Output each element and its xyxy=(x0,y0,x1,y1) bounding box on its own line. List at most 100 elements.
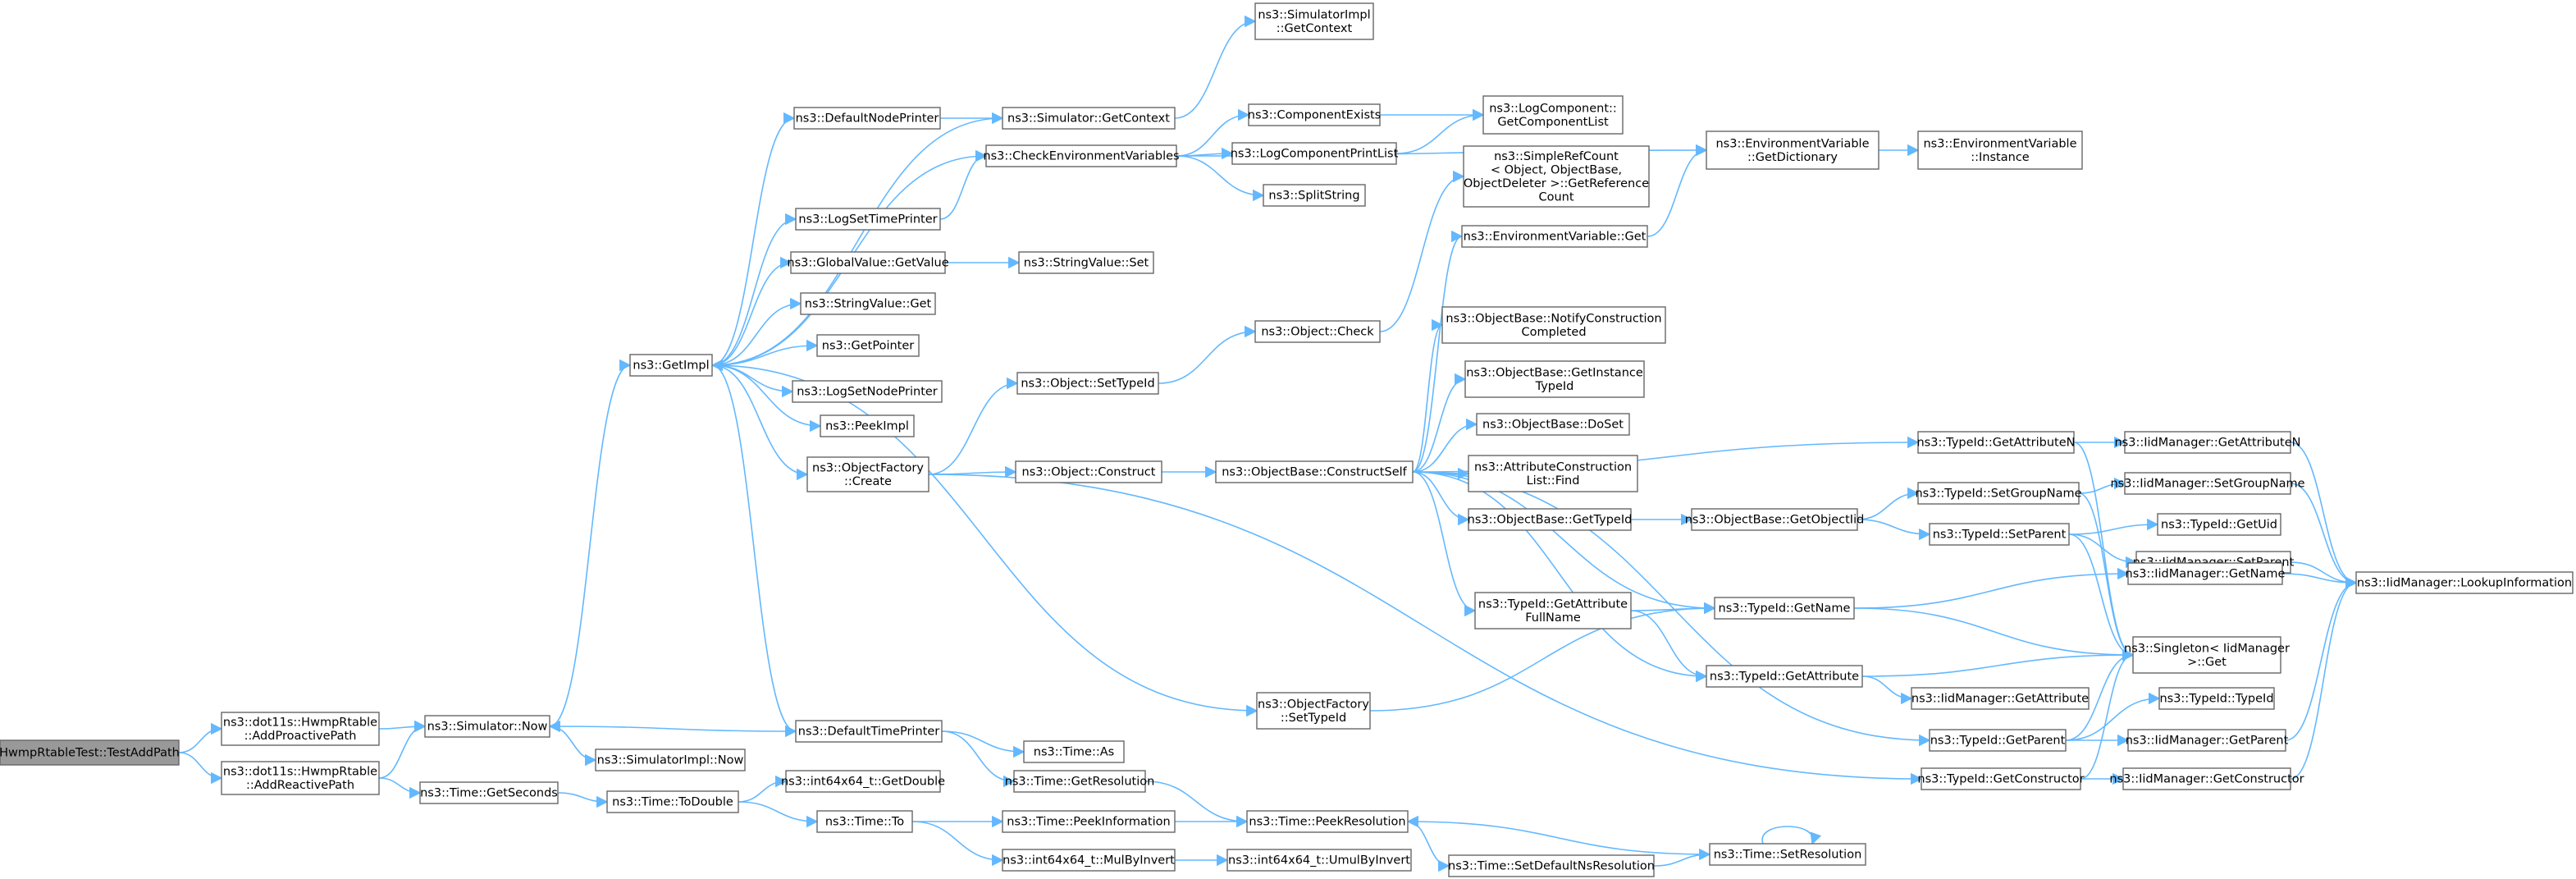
graph-node-n38[interactable]: ns3::ObjectBase::GetObjectIid xyxy=(1685,508,1865,531)
graph-node-n1[interactable]: ns3::dot11s::HwmpRtable::AddProactivePat… xyxy=(221,712,380,746)
graph-node-n37[interactable]: ns3::ObjectBase::GetTypeId xyxy=(1468,508,1633,531)
graph-node-n65[interactable]: ns3::int64x64_t::MulByInvert xyxy=(1002,849,1176,872)
graph-node-n68[interactable]: ns3::Time::SetResolution xyxy=(1709,843,1866,866)
graph-node-n67[interactable]: ns3::Time::SetDefaultNsResolution xyxy=(1448,854,1655,877)
graph-node-n51[interactable]: ns3::Singleton< IidManager>::Get xyxy=(2124,636,2290,674)
graph-node-n62[interactable]: ns3::Time::To xyxy=(816,810,913,833)
graph-node-n31[interactable]: ns3::SimpleRefCount< Object, ObjectBase,… xyxy=(1463,145,1650,208)
node-box xyxy=(1464,360,1645,398)
graph-node-n17[interactable]: ns3::DefaultTimePrinter xyxy=(795,720,943,743)
node-label: ns3::EnvironmentVariable xyxy=(1923,137,2076,150)
graph-node-n28[interactable]: ns3::Object::Construct xyxy=(1015,460,1162,483)
graph-node-n30[interactable]: ns3::ObjectBase::ConstructSelf xyxy=(1215,460,1414,483)
node-label: ObjectDeleter >::GetReference xyxy=(1464,177,1649,190)
edge-n53-n54 xyxy=(2065,692,2161,741)
node-label: ns3::AttributeConstruction xyxy=(1474,460,1632,474)
graph-node-n45[interactable]: ns3::IidManager::SetGroupName xyxy=(2110,472,2305,495)
graph-node-n18[interactable]: ns3::Simulator::GetContext xyxy=(1002,107,1176,130)
graph-node-n13[interactable]: ns3::GetPointer xyxy=(816,334,920,357)
graph-node-n50[interactable]: ns3::IidManager::LookupInformation xyxy=(2355,571,2574,594)
graph-node-n3[interactable]: ns3::Simulator::Now xyxy=(424,715,550,738)
node-label: ns3::Time::To xyxy=(825,816,904,829)
graph-node-n57[interactable]: ns3::IidManager::GetConstructor xyxy=(2109,767,2304,790)
graph-node-n6[interactable]: ns3::SimulatorImpl::Now xyxy=(595,749,746,771)
node-box xyxy=(1921,767,2081,790)
edge-line xyxy=(941,730,1025,758)
graph-node-n26[interactable]: ns3::StringValue::Set xyxy=(1018,251,1154,274)
graph-node-n59[interactable]: ns3::Time::As xyxy=(1023,740,1125,763)
graph-node-n25[interactable]: ns3::EnvironmentVariable::Instance xyxy=(1917,130,2083,170)
graph-node-n64[interactable]: ns3::Time::PeekResolution xyxy=(1246,810,1409,833)
graph-node-n21[interactable]: ns3::LogComponentPrintList xyxy=(1231,142,1399,165)
node-label: < Object, ObjectBase, xyxy=(1491,163,1622,176)
graph-node-n29[interactable]: ns3::Object::Check xyxy=(1254,320,1381,343)
edge-line xyxy=(1857,519,1931,541)
node-label: ns3::ObjectBase::GetObjectIid xyxy=(1685,514,1865,527)
edge-line xyxy=(2285,576,2358,741)
node-label: ns3::SimulatorImpl::Now xyxy=(597,754,744,767)
edge-line xyxy=(1861,648,2135,677)
graph-node-n23[interactable]: ns3::LogComponent::GetComponentList xyxy=(1482,95,1624,135)
node-label: ns3::PeekImpl xyxy=(825,420,909,433)
graph-node-n61[interactable]: ns3::int64x64_t::GetDouble xyxy=(781,770,945,793)
graph-node-n58[interactable]: ns3::ObjectFactory::SetTypeId xyxy=(1256,692,1371,730)
edge-n5-n16 xyxy=(711,364,809,481)
node-box xyxy=(1474,592,1632,629)
graph-node-n12[interactable]: ns3::StringValue::Get xyxy=(800,292,936,315)
graph-node-n47[interactable]: ns3::TypeId::GetUid xyxy=(2157,513,2281,536)
graph-node-n66[interactable]: ns3::int64x64_t::UmulByInvert xyxy=(1226,849,1412,872)
graph-node-n22[interactable]: ns3::SplitString xyxy=(1263,184,1366,207)
node-box xyxy=(2124,431,2291,454)
edge-n17-n60 xyxy=(941,730,1016,788)
edge-n17-n3 xyxy=(548,720,797,733)
graph-node-n60[interactable]: ns3::Time::GetResolution xyxy=(1005,770,1155,793)
graph-node-n19[interactable]: ns3::SimulatorImpl::GetContext xyxy=(1254,2,1374,40)
node-label: ns3::TypeId::GetAttribute xyxy=(1710,671,1859,684)
graph-node-n52[interactable]: ns3::IidManager::GetAttribute xyxy=(1911,687,2090,710)
graph-node-n32[interactable]: ns3::EnvironmentVariable::Get xyxy=(1461,225,1648,248)
graph-node-n56[interactable]: ns3::TypeId::GetConstructor xyxy=(1917,767,2085,790)
graph-node-n20[interactable]: ns3::ComponentExists xyxy=(1248,103,1382,126)
graph-node-n4[interactable]: ns3::Time::GetSeconds xyxy=(419,781,559,804)
node-label: ns3::StringValue::Set xyxy=(1024,257,1149,270)
graph-node-n9[interactable]: ns3::CheckEnvironmentVariables xyxy=(983,144,1180,167)
graph-node-n11[interactable]: ns3::GlobalValue::GetValue xyxy=(787,251,949,274)
node-label: ns3::Object::Check xyxy=(1261,326,1374,339)
edge-line xyxy=(1761,826,1822,845)
graph-node-n40[interactable]: ns3::TypeId::GetName xyxy=(1714,597,1855,620)
graph-node-n41[interactable]: ns3::TypeId::GetAttribute xyxy=(1706,665,1863,688)
edge-n5-n15 xyxy=(711,364,822,433)
graph-node-n27[interactable]: ns3::Object::SetTypeId xyxy=(1016,372,1159,395)
graph-node-n54[interactable]: ns3::TypeId::TypeId xyxy=(2158,687,2275,710)
edge-n30-n32 xyxy=(1412,230,1464,473)
graph-node-n16[interactable]: ns3::ObjectFactory::Create xyxy=(806,456,929,492)
graph-node-n33[interactable]: ns3::ObjectBase::NotifyConstructionCompl… xyxy=(1441,306,1666,344)
graph-node-n7[interactable]: ns3::Time::ToDouble xyxy=(606,790,739,813)
graph-node-n42[interactable]: ns3::TypeId::GetAttributeN xyxy=(1916,431,2076,454)
graph-node-n14[interactable]: ns3::LogSetNodePrinter xyxy=(792,380,943,403)
graph-node-n55[interactable]: ns3::IidManager::GetParent xyxy=(2126,729,2289,752)
edge-line xyxy=(1176,108,1250,157)
edge-line xyxy=(1369,602,1716,712)
graph-node-n43[interactable]: ns3::IidManager::GetAttributeN xyxy=(2114,431,2301,454)
graph-node-n2[interactable]: ns3::dot11s::HwmpRtable::AddReactivePath xyxy=(221,761,380,795)
graph-node-n35[interactable]: ns3::ObjectBase::DoSet xyxy=(1476,413,1630,436)
graph-node-n63[interactable]: ns3::Time::PeekInformation xyxy=(1002,810,1176,833)
edge-n30-n34 xyxy=(1412,373,1467,473)
graph-node-n44[interactable]: ns3::TypeId::SetGroupName xyxy=(1915,482,2082,505)
root-node-n0[interactable]: HwmpRtableTest::TestAddPath xyxy=(0,739,180,766)
graph-node-n49[interactable]: ns3::IidManager::GetName xyxy=(2126,562,2286,585)
graph-node-n24[interactable]: ns3::EnvironmentVariable::GetDictionary xyxy=(1706,130,1879,170)
graph-node-n53[interactable]: ns3::TypeId::GetParent xyxy=(1929,729,2067,752)
node-box xyxy=(1929,729,2067,752)
graph-node-n10[interactable]: ns3::LogSetTimePrinter xyxy=(795,208,941,231)
node-label: ns3::TypeId::GetParent xyxy=(1930,735,2066,748)
edge-line xyxy=(1412,471,1477,617)
graph-node-n8[interactable]: ns3::DefaultNodePrinter xyxy=(793,107,941,130)
graph-node-n46[interactable]: ns3::TypeId::SetParent xyxy=(1929,523,2070,546)
graph-node-n5[interactable]: ns3::GetImpl xyxy=(629,354,713,377)
graph-node-n15[interactable]: ns3::PeekImpl xyxy=(820,414,915,437)
